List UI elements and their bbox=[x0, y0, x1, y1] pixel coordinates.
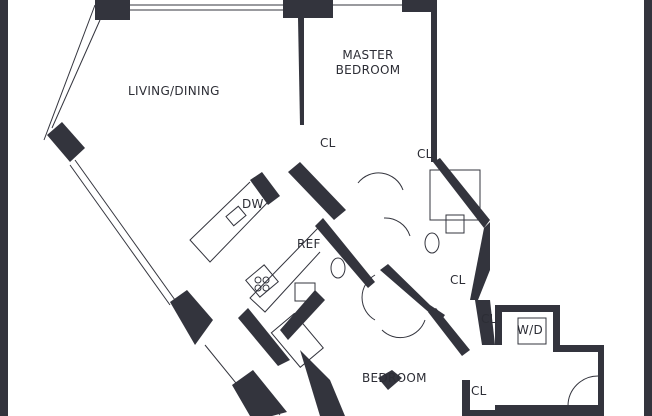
fixture-label-washer-dryer: W/D bbox=[517, 323, 544, 337]
wall bbox=[470, 222, 490, 300]
stove bbox=[245, 264, 279, 298]
window bbox=[51, 19, 101, 129]
wall bbox=[462, 380, 495, 416]
door-swing bbox=[383, 217, 411, 237]
toilet bbox=[424, 232, 440, 254]
wall bbox=[378, 370, 402, 390]
kitchen-counter bbox=[189, 181, 269, 263]
wall bbox=[280, 290, 325, 340]
room-label-living-dining: LIVING/DINING bbox=[128, 84, 220, 98]
wall bbox=[495, 305, 560, 345]
wall-pillar bbox=[402, 0, 436, 12]
wall-pillar bbox=[95, 0, 130, 20]
room-label-bedroom: BEDROOM bbox=[362, 371, 427, 385]
wall bbox=[288, 162, 346, 220]
wall-pillar bbox=[250, 172, 280, 205]
wall bbox=[300, 350, 345, 416]
closet-label: CL bbox=[481, 312, 497, 326]
wall bbox=[598, 352, 604, 416]
wall bbox=[431, 0, 437, 162]
wall-pillar bbox=[283, 0, 333, 18]
closet-label: CL bbox=[450, 273, 466, 287]
window bbox=[69, 164, 171, 306]
room-label-line: MASTER bbox=[342, 48, 394, 62]
door-swing bbox=[361, 274, 376, 321]
window bbox=[43, 4, 96, 141]
room-label-master-bedroom: MASTER BEDROOM bbox=[332, 48, 404, 78]
wall bbox=[433, 158, 490, 228]
closet-label: CL bbox=[320, 136, 336, 150]
toilet bbox=[330, 257, 346, 279]
bathtub bbox=[270, 312, 324, 368]
washer-dryer bbox=[517, 317, 547, 345]
closet-label: CL bbox=[471, 384, 487, 398]
wall bbox=[495, 405, 600, 416]
wall-pillar bbox=[232, 370, 287, 416]
wall bbox=[553, 345, 604, 352]
wall-pillar bbox=[170, 290, 213, 345]
vanity bbox=[445, 214, 465, 234]
window bbox=[259, 389, 281, 416]
window bbox=[204, 344, 241, 389]
right-frame bbox=[644, 0, 652, 416]
kitchen-counter bbox=[249, 227, 321, 313]
room-label-line: BEDROOM bbox=[335, 63, 401, 77]
window bbox=[74, 159, 176, 301]
fixture-label-refrigerator: REF bbox=[297, 237, 321, 251]
door-swing bbox=[357, 172, 404, 191]
wall bbox=[380, 264, 445, 322]
left-frame bbox=[0, 0, 8, 416]
wall bbox=[238, 308, 290, 366]
wall-pillar bbox=[47, 122, 85, 162]
wall bbox=[298, 18, 304, 125]
door-swing bbox=[567, 375, 599, 407]
wall bbox=[428, 308, 470, 356]
door-swing bbox=[381, 319, 426, 339]
wall bbox=[315, 218, 375, 288]
fixture-label-dishwasher: DW bbox=[242, 197, 264, 211]
sink bbox=[225, 205, 247, 227]
closet-label: CL bbox=[417, 147, 433, 161]
vanity bbox=[294, 282, 316, 302]
wall bbox=[475, 300, 495, 345]
wall bbox=[553, 312, 560, 345]
shower bbox=[429, 169, 481, 221]
